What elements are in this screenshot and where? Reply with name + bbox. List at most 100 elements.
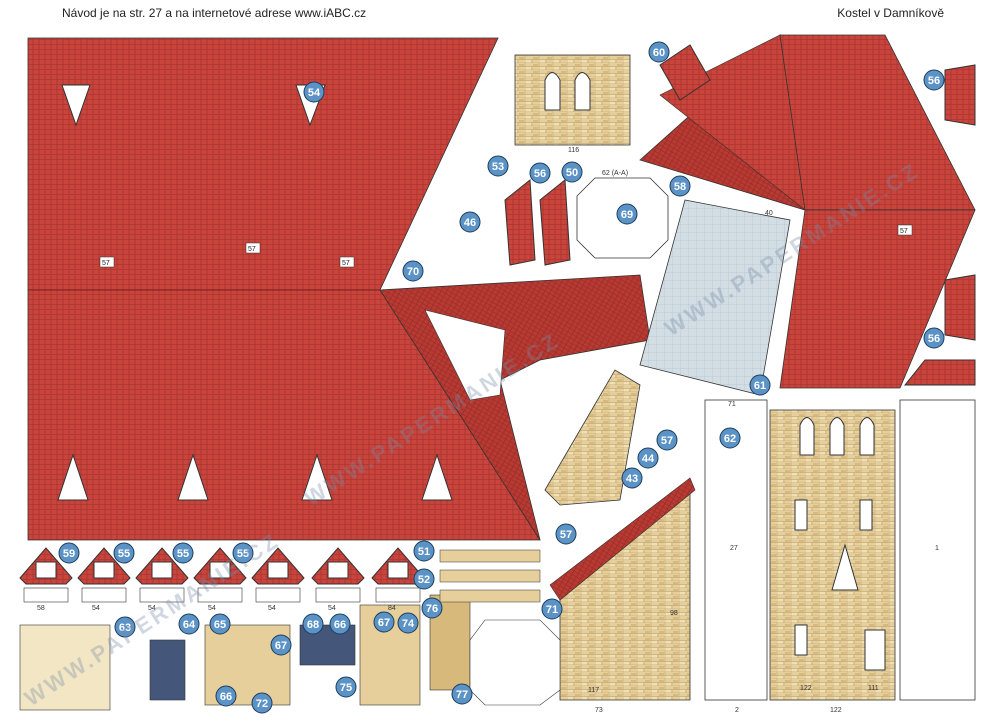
part-number-badge: 52 [413, 568, 435, 590]
part-number-badge: 75 [335, 676, 357, 698]
svg-text:56: 56 [534, 168, 546, 180]
svg-text:57: 57 [560, 529, 572, 541]
part-number-badge: 66 [215, 685, 237, 707]
dim-label: 122 [830, 707, 842, 714]
svg-text:66: 66 [334, 619, 346, 631]
part-number-badge: 56 [529, 162, 551, 184]
svg-text:75: 75 [340, 682, 352, 694]
dim-label: 54 [148, 605, 156, 612]
part-number-badge: 55 [232, 542, 254, 564]
part-number-badge: 59 [58, 542, 80, 564]
main-roof-panel [27, 37, 541, 541]
svg-text:53: 53 [492, 161, 504, 173]
dim-label: 73 [595, 707, 603, 714]
part-number-badge: 54 [303, 81, 325, 103]
svg-text:51: 51 [418, 546, 430, 558]
part-number-badge: 46 [459, 211, 481, 233]
part-number-badge: 67 [270, 634, 292, 656]
part-number-badge: 57 [555, 523, 577, 545]
dim-label: 58 [37, 605, 45, 612]
part-number-badge: 53 [487, 155, 509, 177]
nave-end-wall [549, 477, 696, 701]
svg-text:43: 43 [626, 473, 638, 485]
part-number-badge: 72 [251, 692, 273, 714]
svg-text:69: 69 [621, 209, 633, 221]
svg-text:61: 61 [754, 380, 766, 392]
part-number-badge: 64 [178, 613, 200, 635]
svg-text:64: 64 [183, 619, 196, 631]
instructions-note: Návod je na str. 27 a na internetové adr… [62, 6, 367, 20]
part-number-badge: 66 [329, 613, 351, 635]
dim-label: 116 [568, 147, 579, 154]
upper-gable-wall [514, 54, 631, 146]
part-number-badge: 50 [561, 161, 583, 183]
svg-text:63: 63 [119, 622, 131, 634]
svg-text:77: 77 [456, 689, 468, 701]
part-number-badge: 70 [402, 260, 424, 282]
part-number-badge: 68 [302, 613, 324, 635]
svg-text:55: 55 [118, 548, 130, 560]
dim-label: 40 [765, 210, 773, 217]
dim-label: 27 [730, 545, 738, 552]
part-number-badge: 67 [373, 611, 395, 633]
dim-label: 54 [208, 605, 216, 612]
roof-mark: 57 [102, 260, 110, 267]
part-number-badge: 43 [621, 467, 643, 489]
dim-label: 98 [670, 610, 678, 617]
dormer-piece [193, 547, 247, 603]
svg-text:44: 44 [642, 453, 655, 465]
dim-label: 71 [728, 401, 736, 408]
model-title: Kostel v Damníkově [837, 6, 944, 20]
part-number-badge: 71 [541, 598, 563, 620]
svg-text:62: 62 [724, 433, 736, 445]
svg-text:57: 57 [661, 435, 673, 447]
part-number-badge: 74 [397, 612, 419, 634]
dim-label: 117 [588, 687, 599, 694]
dormer-piece [77, 547, 131, 603]
part-number-badge: 60 [648, 41, 670, 63]
svg-text:52: 52 [418, 574, 430, 586]
part-number-badge: 76 [421, 597, 443, 619]
svg-text:55: 55 [237, 548, 249, 560]
side-dormers [504, 44, 976, 386]
dim-label: 2 [735, 707, 739, 714]
svg-text:68: 68 [307, 619, 319, 631]
stair-strips [439, 549, 541, 603]
svg-text:50: 50 [566, 167, 578, 179]
plain-wall-1 [899, 399, 976, 701]
dormer-piece [251, 547, 305, 603]
part-number-badge: 51 [413, 540, 435, 562]
svg-text:60: 60 [653, 47, 665, 59]
plain-wall-62 [704, 399, 768, 701]
roof-mark: 57 [248, 246, 256, 253]
part-number-badge: 61 [749, 374, 771, 396]
tower-wall [769, 409, 896, 701]
dormer-piece [135, 547, 189, 603]
svg-text:56: 56 [928, 333, 940, 345]
dormer-row [19, 547, 425, 603]
part-number-badge: 44 [637, 447, 659, 469]
part-number-badge: 56 [923, 327, 945, 349]
svg-text:71: 71 [546, 604, 558, 616]
dim-label: 111 [868, 685, 879, 692]
svg-text:58: 58 [674, 181, 686, 193]
dim-label: 122 [800, 685, 812, 692]
part-number-badge: 77 [451, 683, 473, 705]
svg-text:74: 74 [402, 618, 415, 630]
part-number-badge: 69 [616, 203, 638, 225]
roof-mark: 57 [900, 228, 908, 235]
svg-text:59: 59 [63, 548, 75, 560]
svg-text:72: 72 [256, 698, 268, 710]
svg-text:76: 76 [426, 603, 438, 615]
part-number-badge: 58 [669, 175, 691, 197]
dim-label: 62 (A-A) [602, 170, 628, 177]
part-number-badge: 63 [114, 616, 136, 638]
svg-text:56: 56 [928, 75, 940, 87]
svg-text:54: 54 [308, 87, 321, 99]
dim-label: 54 [92, 605, 100, 612]
dim-label: 54 [268, 605, 276, 612]
part-number-badge: 65 [209, 613, 231, 635]
dormer-piece [19, 547, 73, 603]
